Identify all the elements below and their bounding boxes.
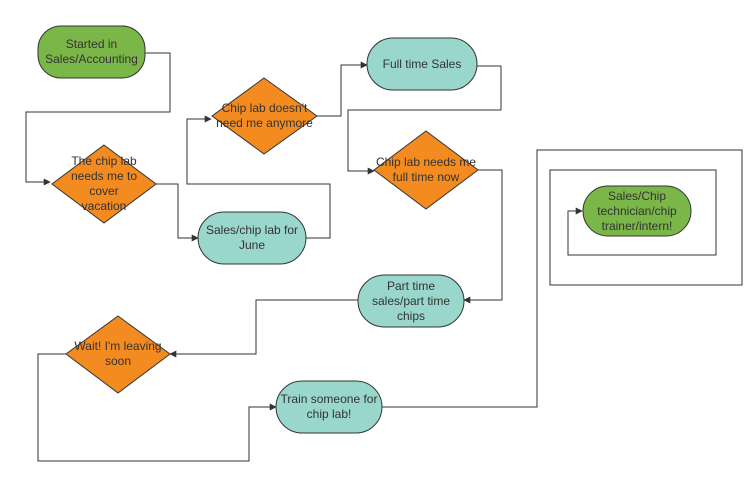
node-full-time-now-shape (373, 130, 479, 210)
node-full-time-sales-shape (366, 37, 478, 91)
connector-full-time-sales-to-full-time-now (347, 65, 502, 175)
node-started-shape (37, 25, 146, 79)
connector-leaving-to-train (37, 353, 277, 462)
connectors (25, 52, 743, 462)
connector-part-time-to-leaving (169, 299, 358, 358)
node-final-shape (582, 185, 692, 237)
connector-cover-vacation-to-sales-june (156, 183, 199, 242)
connector-sales-june-to-not-needed (186, 115, 331, 239)
connector-not-needed-to-full-time-sales (317, 61, 368, 117)
connector-full-time-now-to-part-time (463, 169, 503, 304)
node-cover-vacation-shape (51, 144, 157, 224)
node-sales-june-shape (197, 211, 307, 265)
node-part-time-shape (357, 274, 465, 328)
connector-train-to-final (382, 149, 743, 408)
node-not-needed-shape (211, 77, 318, 155)
connector-started-to-cover-vacation (25, 52, 171, 186)
node-leaving-shape (65, 315, 171, 394)
node-train-shape (275, 380, 383, 434)
